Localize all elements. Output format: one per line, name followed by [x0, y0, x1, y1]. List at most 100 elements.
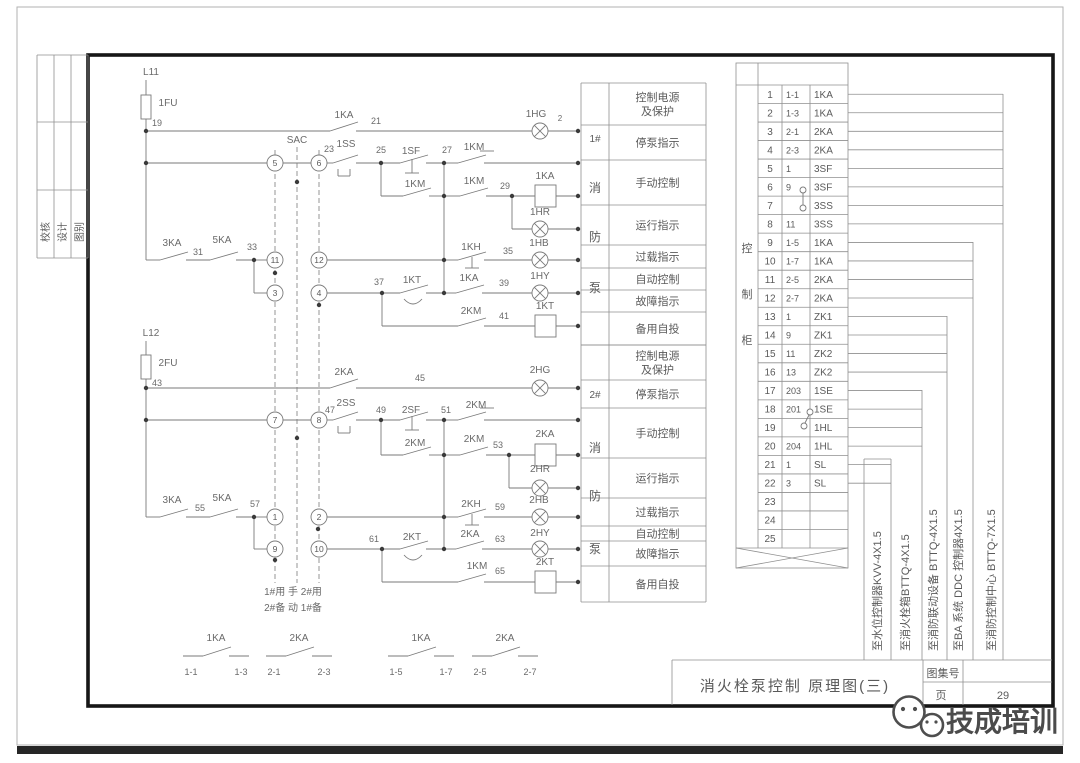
atlas-number-label: 图集号 — [927, 666, 960, 680]
watermark-logo — [892, 695, 945, 738]
junction-dot — [575, 514, 581, 520]
strip-field-label: 设计 — [56, 222, 69, 242]
terminal-device: ZK2 — [814, 349, 833, 360]
sac-terminal-circle — [310, 251, 328, 269]
wire-label: 53 — [493, 440, 503, 450]
terminal-device: 3SS — [814, 201, 833, 212]
junction-dot — [251, 514, 257, 520]
wire-label: 1KA — [536, 171, 555, 182]
terminal-wire: 1 — [786, 164, 791, 174]
terminal-wire: 1 — [786, 312, 791, 322]
component-box — [140, 354, 152, 380]
junction-dot — [294, 179, 300, 185]
wire-label: 1#用 手 2#用 — [264, 585, 322, 598]
function-label: 手动控制 — [636, 176, 680, 190]
terminal-wire: 9 — [786, 182, 791, 192]
wire — [407, 646, 437, 657]
lamp-icon — [534, 287, 546, 299]
lamp-icon — [534, 125, 546, 137]
wire-label: 2HR — [530, 464, 550, 475]
terminal-wire: 11 — [786, 349, 795, 359]
terminal-device: 2KA — [814, 275, 833, 286]
junction-dot — [441, 290, 447, 296]
pump-name-char: 泵 — [589, 281, 601, 295]
junction-dot — [575, 193, 581, 199]
pump-name-char: 防 — [589, 488, 601, 503]
terminal-number: 23 — [764, 497, 776, 508]
terminal-number: 4 — [767, 145, 773, 156]
page-number: 29 — [997, 690, 1009, 702]
wire — [457, 154, 487, 164]
wire-label: 2HB — [529, 495, 549, 506]
wire — [332, 154, 359, 164]
sac-terminal-circle — [310, 508, 328, 526]
junction-dot — [294, 435, 300, 441]
left-title-strip: 校核设计图别 — [36, 54, 89, 259]
junction-dot — [143, 385, 149, 391]
function-label: 运行指示 — [636, 471, 680, 485]
wire — [457, 573, 487, 583]
wire — [285, 646, 315, 657]
pump-number-label: 1# — [589, 134, 601, 145]
wire-label: 23 — [324, 144, 334, 154]
pump-name-char: 消 — [589, 441, 601, 455]
wire — [459, 446, 489, 456]
terminal-link-circle — [806, 408, 814, 416]
junction-dot — [272, 270, 278, 276]
lamp-icon — [534, 223, 546, 235]
wire-label: 3KA — [163, 238, 182, 249]
terminal-number: 17 — [764, 386, 776, 397]
wire — [455, 284, 485, 294]
wire — [457, 317, 487, 327]
wire-label: 37 — [374, 277, 384, 287]
terminal-number: 8 — [767, 219, 773, 230]
terminal-wire: 1-5 — [786, 238, 799, 248]
sac-terminal-circle — [266, 508, 284, 526]
wire — [399, 411, 429, 421]
wire-label: 47 — [325, 405, 335, 415]
wire-label: 2KA — [461, 529, 480, 540]
wire-label: 1KA — [460, 273, 479, 284]
component-box — [534, 184, 557, 208]
wire — [159, 508, 189, 518]
sac-terminal-number: 5 — [273, 158, 278, 168]
function-label: 运行指示 — [636, 218, 680, 232]
wire-label: 1KH — [461, 242, 480, 253]
lamp-icon — [534, 482, 546, 494]
wire-label: 1KM — [467, 561, 488, 572]
function-label: 自动控制 — [636, 272, 680, 286]
terminal-number: 2 — [767, 108, 773, 119]
terminal-number: 11 — [765, 275, 776, 286]
terminal-wire: 2-1 — [786, 127, 799, 137]
terminal-number: 22 — [764, 479, 776, 490]
wire-label: 1HR — [530, 207, 550, 218]
drawing-frame — [86, 53, 1055, 708]
sac-terminal-number: 6 — [317, 158, 322, 168]
terminal-device: 2KA — [814, 127, 833, 138]
terminal-device: 1KA — [814, 256, 833, 267]
wire-label: 1HG — [526, 109, 547, 120]
wire-label: 2KT — [536, 557, 554, 568]
pump-name-char: 消 — [589, 181, 601, 195]
junction-dot — [575, 385, 581, 391]
terminal-number: 5 — [767, 164, 773, 175]
terminal-number: 12 — [764, 293, 776, 304]
function-label: 停泵指示 — [636, 387, 680, 401]
wire-label: 1-7 — [439, 667, 452, 677]
terminal-number: 1 — [767, 90, 773, 101]
junction-dot — [441, 257, 447, 263]
terminal-device: 3SF — [814, 164, 832, 175]
wire — [399, 154, 429, 164]
terminal-device: 1KA — [814, 108, 833, 119]
wire — [457, 411, 487, 421]
junction-dot — [315, 526, 321, 532]
sac-terminal-number: 12 — [314, 255, 324, 265]
wire-label: 45 — [415, 373, 425, 383]
wire-label: 29 — [500, 181, 510, 191]
timer-arc — [403, 298, 423, 305]
wire-label: 41 — [499, 311, 509, 321]
junction-dot — [441, 514, 447, 520]
sac-terminal-circle — [266, 251, 284, 269]
junction-dot — [143, 128, 149, 134]
terminal-device: ZK1 — [814, 312, 833, 323]
